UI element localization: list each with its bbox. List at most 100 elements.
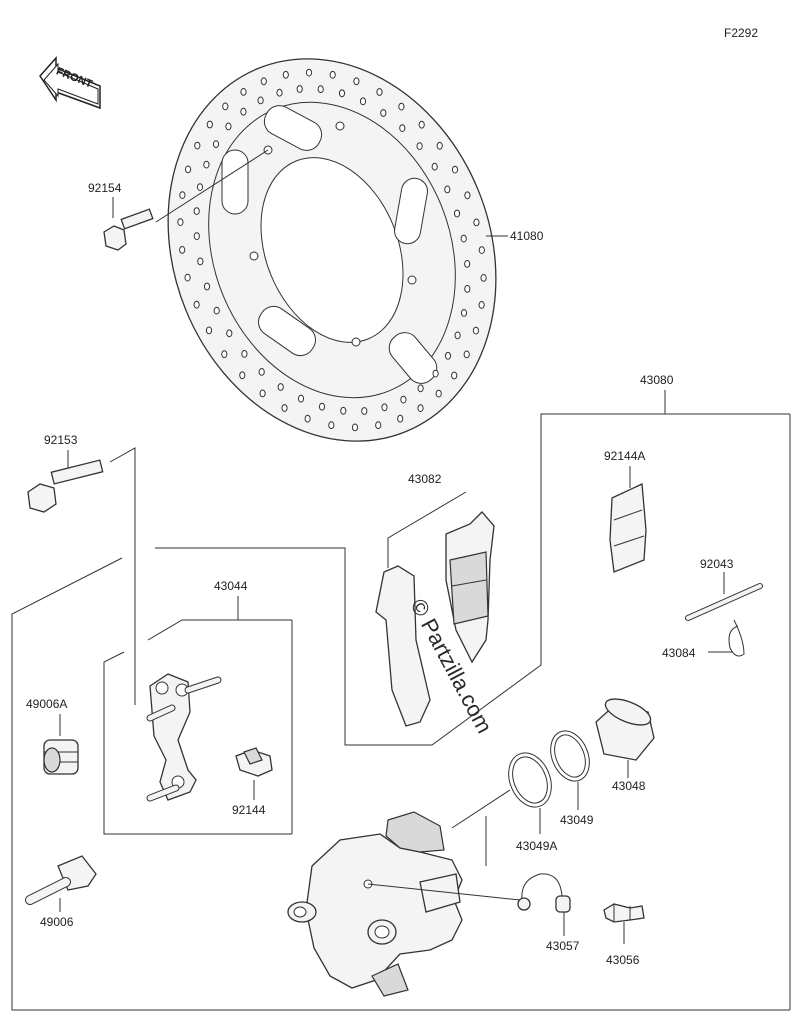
disc-hole [281, 404, 288, 412]
disc-hole [282, 70, 289, 79]
disc-hole [400, 395, 407, 404]
dust-seal[interactable] [501, 747, 559, 814]
brake-pad-left[interactable] [375, 565, 431, 727]
disc-hole [478, 246, 485, 255]
disc-hole [351, 423, 359, 432]
disc-drilled-holes [177, 68, 487, 432]
figure-code: F2292 [724, 26, 758, 40]
disc-hole [194, 141, 201, 150]
disc-hole [193, 207, 200, 216]
piston-seal[interactable] [544, 725, 597, 787]
label-92043: 92043 [700, 557, 734, 571]
brake-pad-right[interactable] [445, 511, 495, 664]
disc-hole [179, 246, 186, 254]
disc-hole [436, 141, 443, 150]
disc-hole [375, 421, 382, 430]
disc-hole [177, 218, 184, 227]
disc-hole [304, 414, 311, 423]
disc-hole [241, 350, 248, 358]
label-92154: 92154 [88, 181, 122, 195]
disc-hole [463, 350, 470, 359]
disc-hole [185, 165, 192, 174]
label-92153: 92153 [44, 433, 78, 447]
caliper-body[interactable] [287, 811, 463, 997]
disc-hole [193, 232, 200, 241]
pad-shim-spring[interactable] [609, 483, 647, 573]
disc-bolt[interactable] [103, 208, 154, 251]
disc-hole [472, 326, 479, 335]
disc-hole [258, 368, 265, 376]
label-43049: 43049 [560, 813, 594, 827]
disc-hole [460, 309, 468, 317]
disc-hole [454, 331, 461, 340]
disc-hole [398, 102, 405, 111]
disc-hole [444, 351, 452, 360]
label-92144A: 92144A [604, 449, 645, 463]
disc-hole [226, 329, 233, 338]
bleeder-cap[interactable] [517, 873, 571, 913]
pad-spring[interactable] [235, 747, 273, 777]
disc-hole [431, 162, 438, 171]
dust-boot[interactable] [43, 739, 79, 775]
caliper-piston[interactable] [595, 694, 655, 761]
disc-hole [317, 85, 324, 94]
caliper-slide-pin[interactable] [25, 855, 97, 905]
disc-hole [225, 122, 232, 131]
label-43044: 43044 [214, 579, 248, 593]
pad-pin[interactable] [685, 583, 763, 621]
disc-hole [179, 191, 186, 200]
disc-hole [418, 120, 425, 129]
brake-disc[interactable] [112, 9, 552, 491]
label-49006: 49006 [40, 915, 74, 929]
disc-hole [338, 89, 346, 98]
label-43048: 43048 [612, 779, 646, 793]
disc-hole [359, 97, 367, 106]
disc-hole [276, 88, 283, 97]
disc-hole [257, 96, 264, 105]
disc-hole [473, 218, 480, 227]
caliper-bracket[interactable] [146, 673, 222, 802]
bleeder-valve[interactable] [603, 903, 645, 923]
disc-hole [381, 403, 388, 412]
disc-hole [328, 421, 335, 430]
label-43080: 43080 [640, 373, 674, 387]
disc-hole [376, 88, 383, 96]
disc-hole [464, 285, 471, 293]
label-43082: 43082 [408, 472, 442, 486]
label-43056: 43056 [606, 953, 640, 967]
disc-hole [464, 191, 471, 200]
disc-hole [417, 404, 424, 413]
disc-hole [305, 68, 313, 77]
disc-hole [260, 77, 267, 86]
label-43084: 43084 [662, 646, 696, 660]
disc-hole [399, 124, 406, 133]
disc-hole [184, 273, 191, 282]
disc-hole [416, 142, 423, 151]
disc-hole [361, 407, 368, 415]
disc-hole [193, 300, 200, 309]
disc-hole [277, 383, 284, 391]
label-92144: 92144 [232, 803, 266, 817]
disc-hole [205, 326, 213, 335]
disc-hole [196, 183, 204, 192]
disc-hole [397, 414, 404, 423]
disc-hole [221, 350, 228, 359]
label-43049A: 43049A [516, 839, 557, 853]
pad-pin-clip[interactable] [728, 619, 745, 657]
disc-hole [297, 394, 305, 403]
disc-hole [340, 406, 347, 415]
disc-hole [259, 389, 266, 398]
disc-hole [435, 389, 442, 398]
disc-hole [197, 257, 204, 266]
caliper-mounting-bolt[interactable] [27, 459, 104, 513]
disc-hole [212, 140, 220, 149]
disc-hole [239, 371, 246, 380]
disc-hole [432, 369, 439, 378]
disc-hole [453, 209, 461, 218]
disc-hole [329, 70, 336, 79]
disc-hole [222, 102, 229, 111]
disc-hole [203, 282, 211, 291]
label-41080: 41080 [510, 229, 544, 243]
disc-hole [478, 301, 485, 309]
